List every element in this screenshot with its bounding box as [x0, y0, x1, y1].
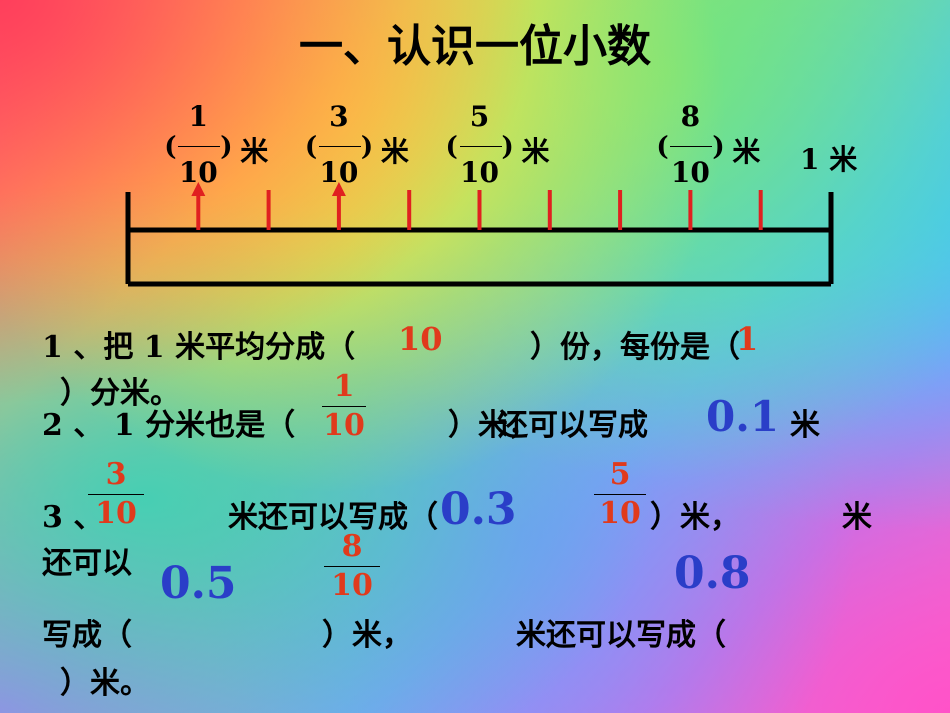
ruler-end-label: 1 米 — [800, 143, 858, 176]
q3-text-c: 还可以 — [42, 546, 132, 581]
fraction-denominator: 10 — [178, 156, 218, 189]
unit-label: 米 — [732, 135, 761, 168]
q1-text-a: 1 、把 1 米平均分成（ — [42, 330, 356, 365]
q3-text-b: ）米， — [650, 500, 740, 535]
close-paren: ) — [220, 132, 233, 162]
fraction-numerator: 5 — [469, 100, 490, 133]
q2-text-a: 2 、 1 分米也是（ — [42, 408, 296, 443]
fraction-bar — [324, 566, 380, 567]
fraction-denominator: 10 — [319, 156, 359, 189]
fraction-bar — [318, 146, 361, 147]
q3-answer-2: 0.5 — [160, 558, 237, 609]
open-paren: ( — [445, 132, 458, 162]
q1-text-c: ）分米。 — [60, 376, 180, 411]
arrow-up-icon — [331, 182, 346, 196]
q3-frac2-denominator: 10 — [599, 496, 641, 531]
q2-frac-numerator: 1 — [333, 369, 355, 404]
ruler-fraction-label: 8 10()米 — [656, 100, 806, 190]
q3-text-a: 米还可以写成（ — [228, 500, 438, 535]
q3-fraction-2: 5 10 — [594, 460, 646, 529]
close-paren: ) — [501, 132, 514, 162]
page-title: 一、认识一位小数 — [299, 21, 651, 72]
fraction-bar — [594, 494, 646, 495]
q2-unit: 米 — [790, 408, 820, 443]
unit-label: 米 — [521, 135, 550, 168]
q2-fraction: 1 10 — [322, 372, 366, 441]
q3-frac1-denominator: 10 — [95, 496, 137, 531]
unit-label: 米 — [240, 135, 269, 168]
q3-fraction-1: 3 10 — [88, 460, 144, 529]
q3-answer-3: 0.8 — [674, 548, 751, 599]
q1-text-b: ）份，每份是（ — [530, 330, 740, 365]
q3-frac2-numerator: 5 — [609, 457, 631, 492]
q3-text-f: 米还可以写成（ — [516, 618, 726, 653]
ruler-fraction-label: 5 10()米 — [446, 100, 596, 190]
ruler-ticks — [191, 182, 763, 230]
close-paren: ) — [360, 132, 374, 162]
q2-answer: 0.1 — [706, 392, 780, 441]
fraction-bar — [88, 494, 144, 495]
unit-label: 米 — [380, 135, 409, 168]
fraction-numerator: 3 — [329, 100, 349, 133]
fraction-numerator: 1 — [188, 100, 209, 133]
q2-text-b: ）米， — [448, 408, 538, 443]
open-paren: ( — [304, 132, 318, 162]
q3-frac3-denominator: 10 — [331, 568, 373, 603]
q3-prefix: 3 、 — [42, 500, 104, 535]
open-paren: ( — [164, 132, 177, 162]
fraction-denominator: 10 — [460, 156, 499, 189]
q3-frac1-numerator: 3 — [105, 457, 127, 492]
q3-text-g: ）米。 — [60, 666, 150, 701]
q3-unit-mi: 米 — [842, 500, 872, 535]
fraction-bar — [670, 146, 713, 147]
q3-frac3-numerator: 8 — [341, 529, 363, 564]
q3-text-e: ）米， — [322, 618, 412, 653]
fraction-bar — [322, 406, 366, 407]
q2-frac-denominator: 10 — [323, 408, 365, 443]
ruler-fraction-label: 1 10()米 — [164, 100, 314, 190]
close-paren: ) — [712, 132, 725, 162]
q3-text-d: 写成（ — [42, 618, 132, 653]
open-paren: ( — [656, 132, 669, 162]
q1-answer-a: 10 — [398, 320, 443, 358]
q2-text-c: 还可以写成 — [498, 408, 648, 443]
q1-answer-b: 1 — [736, 320, 759, 358]
fraction-bar — [178, 146, 221, 147]
arrow-up-icon — [191, 182, 206, 196]
q3-answer-1: 0.3 — [440, 484, 517, 535]
q3-fraction-3: 8 10 — [324, 532, 380, 601]
fraction-bar — [459, 146, 502, 147]
fraction-denominator: 10 — [670, 156, 710, 189]
fraction-numerator: 8 — [680, 100, 701, 133]
